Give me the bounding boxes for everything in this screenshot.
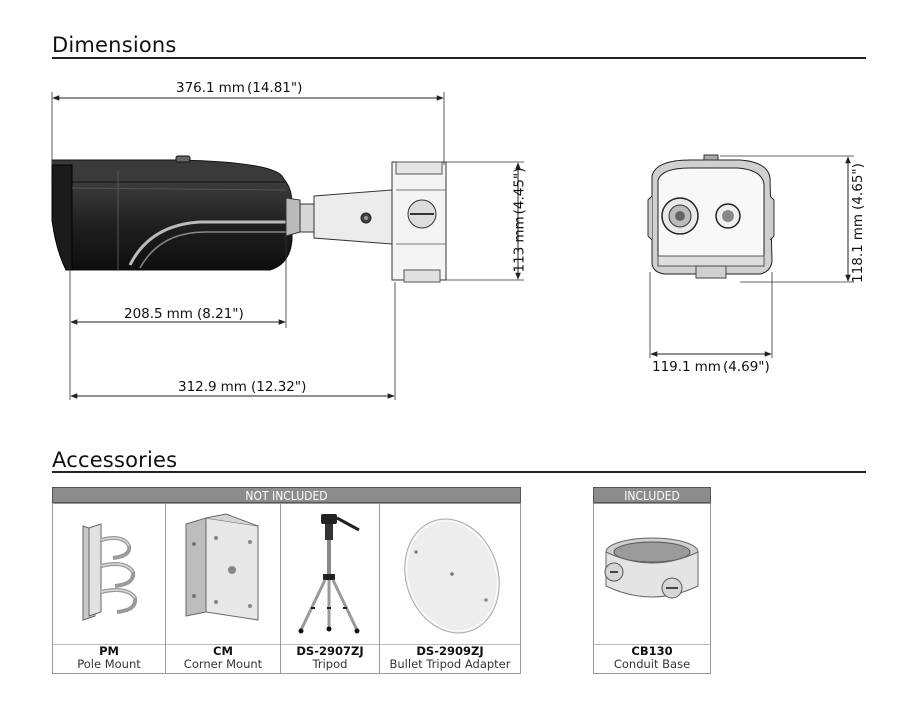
accessory-code: CB130: [631, 644, 673, 658]
accessories-rule: [52, 471, 866, 473]
dimensions-title: Dimensions: [52, 33, 177, 57]
dimension-drawing: [51, 92, 854, 400]
accessory-tripod-adapter: DS-2909ZJ Bullet Tripod Adapter: [379, 503, 521, 674]
dimension-lines: [52, 95, 851, 399]
accessory-name: Corner Mount: [183, 657, 263, 671]
accessory-code: PM: [99, 644, 119, 658]
tripod-adapter-icon: [404, 518, 500, 634]
front-view-camera: [647, 154, 775, 279]
accessory-name: Tripod: [312, 657, 348, 671]
dimensions-rule: [52, 57, 866, 59]
accessory-code: DS-2907ZJ: [296, 644, 364, 658]
accessory-pole-mount: PM Pole Mount: [52, 503, 166, 674]
extension-lines: [51, 92, 854, 400]
accessory-code: CM: [213, 644, 233, 658]
tripod-icon: [298, 514, 360, 634]
accessory-name: Conduit Base: [613, 657, 691, 671]
accessory-name: Bullet Tripod Adapter: [389, 657, 511, 671]
accessories-title: Accessories: [52, 448, 178, 472]
accessory-tripod: DS-2907ZJ Tripod: [280, 503, 380, 674]
accessory-code: DS-2909ZJ: [416, 644, 484, 658]
not-included-header: NOT INCLUDED: [52, 487, 521, 503]
accessory-conduit-base: CB130 Conduit Base: [593, 503, 711, 674]
corner-mount-icon: [185, 513, 259, 621]
side-view-camera: [51, 155, 447, 283]
accessory-corner-mount: CM Corner Mount: [165, 503, 281, 674]
included-header: INCLUDED: [593, 487, 711, 503]
conduit-base-icon: [604, 537, 699, 599]
front-height-label: 118.1mm(4.65"): [849, 163, 866, 283]
pole-mount-icon: [82, 523, 138, 621]
accessory-name: Pole Mount: [77, 657, 141, 671]
base-height-label: 113mm(4.45"): [511, 167, 528, 273]
